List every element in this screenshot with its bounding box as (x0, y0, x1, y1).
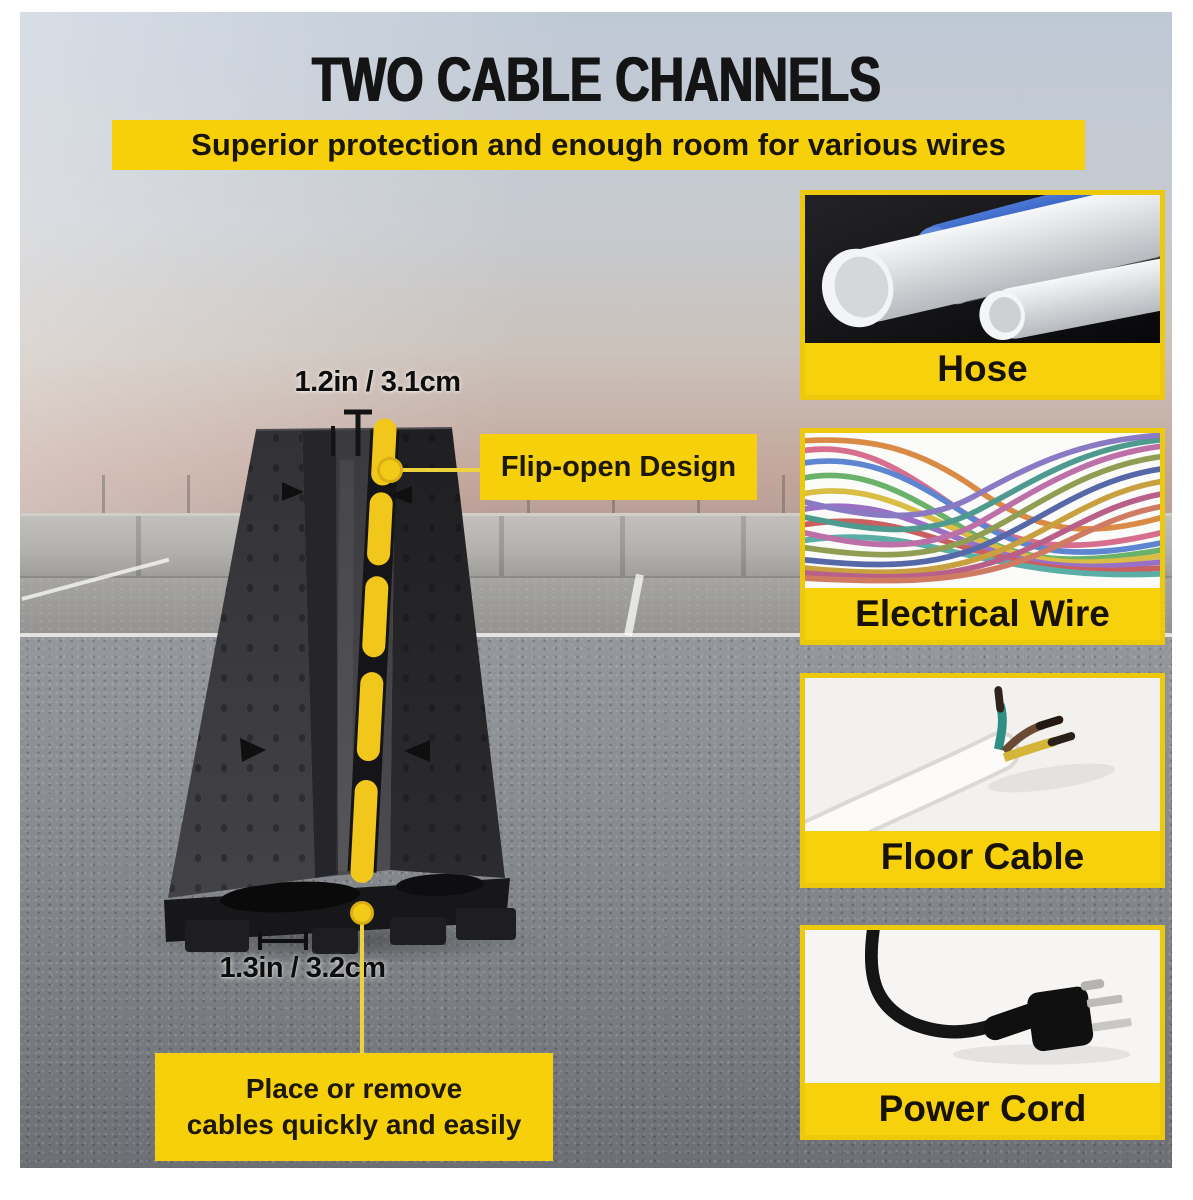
molded-arrows (240, 482, 430, 762)
card-power-cord: Power Cord (800, 925, 1165, 1140)
place-remove-line2: cables quickly and easily (186, 1109, 522, 1140)
flip-callout-line (402, 468, 482, 472)
floor-cable-caption: Floor Cable (805, 831, 1160, 883)
cable-ramp-illustration (140, 409, 540, 964)
page-title: TWO CABLE CHANNELS (0, 44, 1193, 116)
yellow-hinge-stripe (350, 418, 397, 884)
floor-cable-photo (805, 678, 1160, 831)
electrical-wire-photo (805, 433, 1160, 588)
parking-line-horizontal (20, 633, 1172, 637)
hose-photo (805, 195, 1160, 343)
ramp-feet (185, 908, 516, 954)
height-dimension-marker (331, 409, 372, 456)
flip-callout-dot (377, 457, 403, 483)
cable-channel-opening-2 (396, 873, 484, 897)
card-hose: Hose (800, 190, 1165, 400)
power-cord-caption: Power Cord (805, 1083, 1160, 1135)
place-remove-line1: Place or remove (245, 1072, 463, 1104)
hose-caption: Hose (805, 343, 1160, 395)
place-callout-dot (350, 901, 374, 925)
flip-open-callout: Flip-open Design (480, 434, 757, 500)
power-cord-photo (805, 930, 1160, 1083)
bottom-dimension-label: 1.3in / 3.2cm (219, 952, 387, 984)
electrical-wire-caption: Electrical Wire (805, 588, 1160, 640)
flip-open-callout-text: Flip-open Design (500, 450, 737, 483)
card-electrical-wire: Electrical Wire (800, 428, 1165, 645)
top-dimension-label: 1.2in / 3.1cm (294, 366, 462, 398)
subtitle-banner: Superior protection and enough room for … (112, 120, 1085, 170)
subtitle-text: Superior protection and enough room for … (191, 127, 1006, 162)
page-title-text: TWO CABLE CHANNELS (311, 45, 882, 115)
card-floor-cable: Floor Cable (800, 673, 1165, 888)
place-remove-callout: Place or remove cables quickly and easil… (155, 1053, 553, 1161)
width-dimension-marker (258, 932, 308, 950)
cable-channel-opening (220, 881, 360, 913)
place-callout-line (360, 924, 364, 1054)
